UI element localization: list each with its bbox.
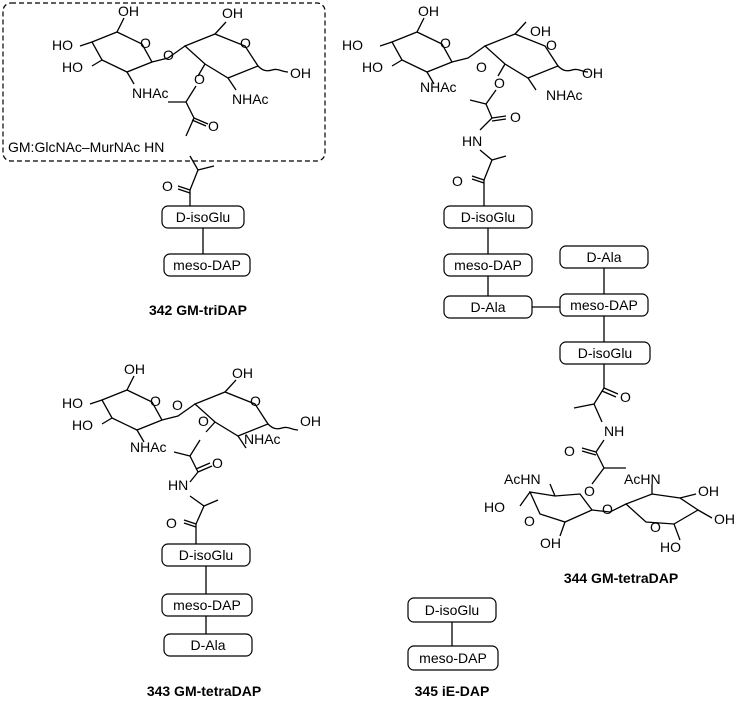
murnac-ring-bottom [528,491,594,523]
oh-label: OH [540,535,561,551]
nhac-label: NHAc [132,85,169,101]
achn-label: AcHN [624,471,661,487]
hn-label: HN [168,477,188,493]
ether-oxygen-label: O [494,75,505,91]
ho-label: HO [72,417,93,433]
carbonyl-oxygen-label: O [452,173,463,189]
ring-oxygen-label: O [150,393,161,409]
compound-343: OH HO HO NHAc O O OH O OH NHAc O O HN O … [62,361,321,699]
hn-label: HN [462,133,482,149]
ring-oxygen-label: O [440,35,451,51]
d-isoglu-label: D-isoGlu [179,547,233,563]
d-isoglu-label: D-isoGlu [578,345,632,361]
d-ala-label: D-Ala [190,637,225,653]
carbonyl-oxygen-label: O [510,109,521,125]
nhac-label: NHAc [244,431,281,447]
ring-oxygen-label: O [140,35,151,51]
nh-label: NH [604,423,624,439]
ring-oxygen-label: O [240,35,251,51]
compound-342: OH HO HO NHAc O O OH O OH NHAc O O GM:Gl… [2,2,326,318]
nhac-label: NHAc [420,79,457,95]
oh-label: OH [118,3,139,19]
ring-oxygen-label: O [250,393,261,409]
d-ala-box [163,633,253,657]
ether-oxygen-label: O [194,71,205,87]
glycosidic-oxygen-label: O [163,47,174,63]
nhac-label: NHAc [546,87,583,103]
oh-label: OH [582,65,603,81]
ring-oxygen-label: O [524,513,535,529]
ho-label: HO [62,59,83,75]
carbonyl-oxygen-label: O [208,118,219,134]
d-isoglu-label: D-isoGlu [461,209,515,225]
compound-344-caption: 344 GM-tetraDAP [564,570,678,586]
carbonyl-oxygen-label: O [564,443,575,459]
glycosidic-oxygen-label: O [476,59,487,75]
meso-dap-label: meso-DAP [570,297,638,313]
oh-label: OH [698,483,719,499]
oh-label: OH [290,65,311,81]
compound-342-caption: 342 GM-triDAP [149,302,247,318]
ho-label: HO [484,499,505,515]
ho-label: HO [342,37,363,53]
carbonyl-oxygen-label: O [162,178,173,194]
meso-dap-label: meso-DAP [173,597,241,613]
meso-dap-label: meso-DAP [419,650,487,666]
d-isoglu-label: D-isoGlu [176,209,230,225]
meso-dap-box [163,253,251,277]
carbonyl-oxygen-label: O [166,515,177,531]
meso-dap-box [407,645,499,671]
glycosidic-oxygen-label: O [602,501,613,517]
ho-label: HO [660,539,681,555]
meso-dap-label: meso-DAP [173,257,241,273]
compound-344: OH HO HO NHAc O O OH O OH NHAc O O HN O … [342,3,735,586]
ho-label: HO [62,395,83,411]
d-ala-label: D-Ala [586,249,621,265]
compound-345-caption: 345 iE-DAP [415,683,490,699]
nhac-label: NHAc [130,439,167,455]
ether-oxygen-label: O [198,413,209,429]
glycosidic-oxygen-label: O [172,397,183,413]
achn-label: AcHN [504,471,541,487]
compound-343-caption: 343 GM-tetraDAP [147,683,261,699]
oh-label: OH [232,365,253,381]
meso-dap-label: meso-DAP [454,257,522,273]
ring-oxygen-label: O [546,37,557,53]
oh-label: OH [124,361,145,377]
meso-dap-box [161,593,253,617]
gm-glcnac-murnac-label: GM:GlcNAc–MurNAc HN [8,139,164,155]
gm-dashed-box [2,2,326,162]
oh-label: OH [222,5,243,21]
oh-label: OH [530,23,551,39]
oh-label: OH [714,511,735,527]
ho-label: HO [362,59,383,75]
glcnac-ring-bottom [624,493,700,525]
compound-345: D-isoGlu meso-DAP 345 iE-DAP [407,597,499,699]
d-isoglu-label: D-isoGlu [425,602,479,618]
oh-label: OH [300,413,321,429]
d-isoglu-box-lower [559,341,651,365]
ring-oxygen-label: O [650,519,661,535]
ether-oxygen-label: O [584,483,595,499]
carbonyl-oxygen-label: O [620,389,631,405]
nhac-label: NHAc [232,91,269,107]
oh-label: OH [418,3,439,19]
carbonyl-oxygen-label: O [212,455,223,471]
ho-label: HO [52,37,73,53]
d-ala-label: D-Ala [470,299,505,315]
